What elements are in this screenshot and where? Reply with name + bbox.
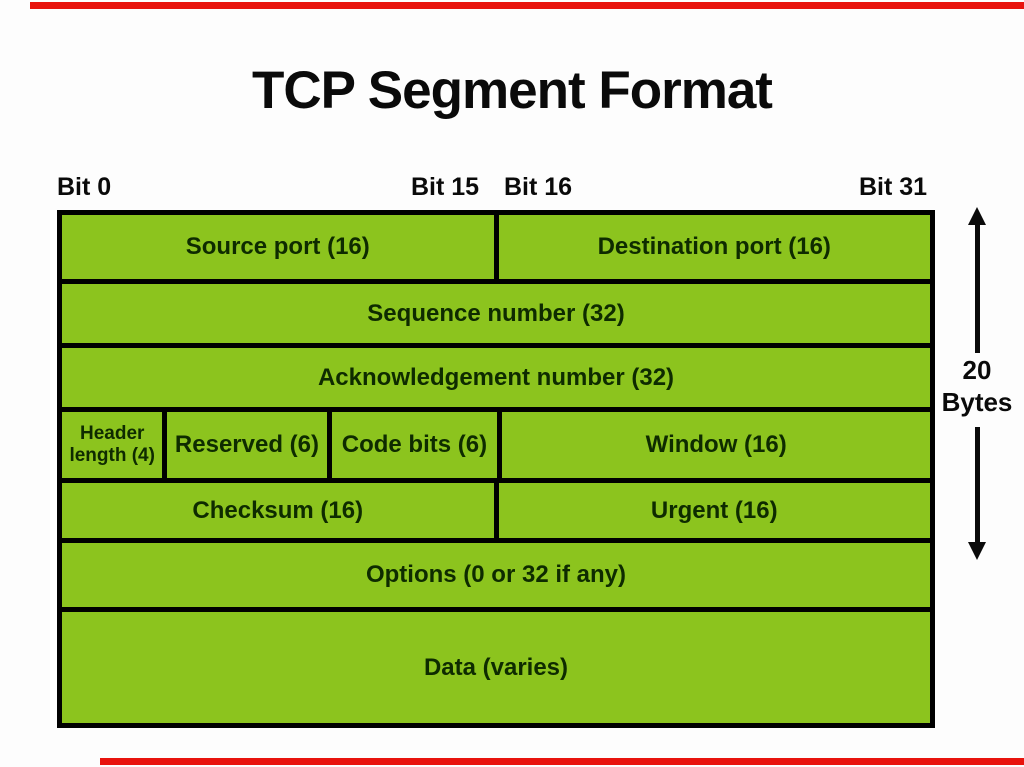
field-destination-port: Destination port (16) <box>498 215 930 279</box>
table-row: Source port (16) Destination port (16) <box>62 215 930 279</box>
field-ack-number: Acknowledgement number (32) <box>62 348 930 407</box>
field-source-port: Source port (16) <box>62 215 494 279</box>
table-row: Sequence number (32) <box>62 284 930 343</box>
table-row: Header length (4) Reserved (6) Code bits… <box>62 412 930 478</box>
double-arrow-icon <box>968 207 986 560</box>
field-checksum: Checksum (16) <box>62 483 494 538</box>
bit-label-31: Bit 31 <box>859 173 928 201</box>
table-row: Acknowledgement number (32) <box>62 348 930 407</box>
top-red-border <box>30 2 1024 9</box>
field-options: Options (0 or 32 if any) <box>62 543 930 607</box>
size-annotation: 20 Bytes <box>932 355 1022 418</box>
table-row: Checksum (16) Urgent (16) <box>62 483 930 538</box>
field-sequence-number: Sequence number (32) <box>62 284 930 343</box>
field-window: Window (16) <box>502 412 930 478</box>
table-row: Data (varies) <box>62 612 930 723</box>
table-row: Options (0 or 32 if any) <box>62 543 930 607</box>
bottom-red-border <box>100 758 1024 765</box>
size-annotation-unit: Bytes <box>941 386 1013 417</box>
bit-label-16: Bit 16 <box>504 173 573 201</box>
field-header-length: Header length (4) <box>62 412 163 478</box>
size-annotation-value: 20 <box>962 355 992 385</box>
field-reserved: Reserved (6) <box>167 412 327 478</box>
field-code-bits: Code bits (6) <box>331 412 498 478</box>
tcp-segment-table: Source port (16) Destination port (16) S… <box>57 210 935 728</box>
page-title: TCP Segment Format <box>252 61 773 120</box>
bit-label-15: Bit 15 <box>411 173 480 201</box>
field-urgent: Urgent (16) <box>498 483 930 538</box>
bit-label-0: Bit 0 <box>57 173 112 201</box>
field-data: Data (varies) <box>62 612 930 723</box>
